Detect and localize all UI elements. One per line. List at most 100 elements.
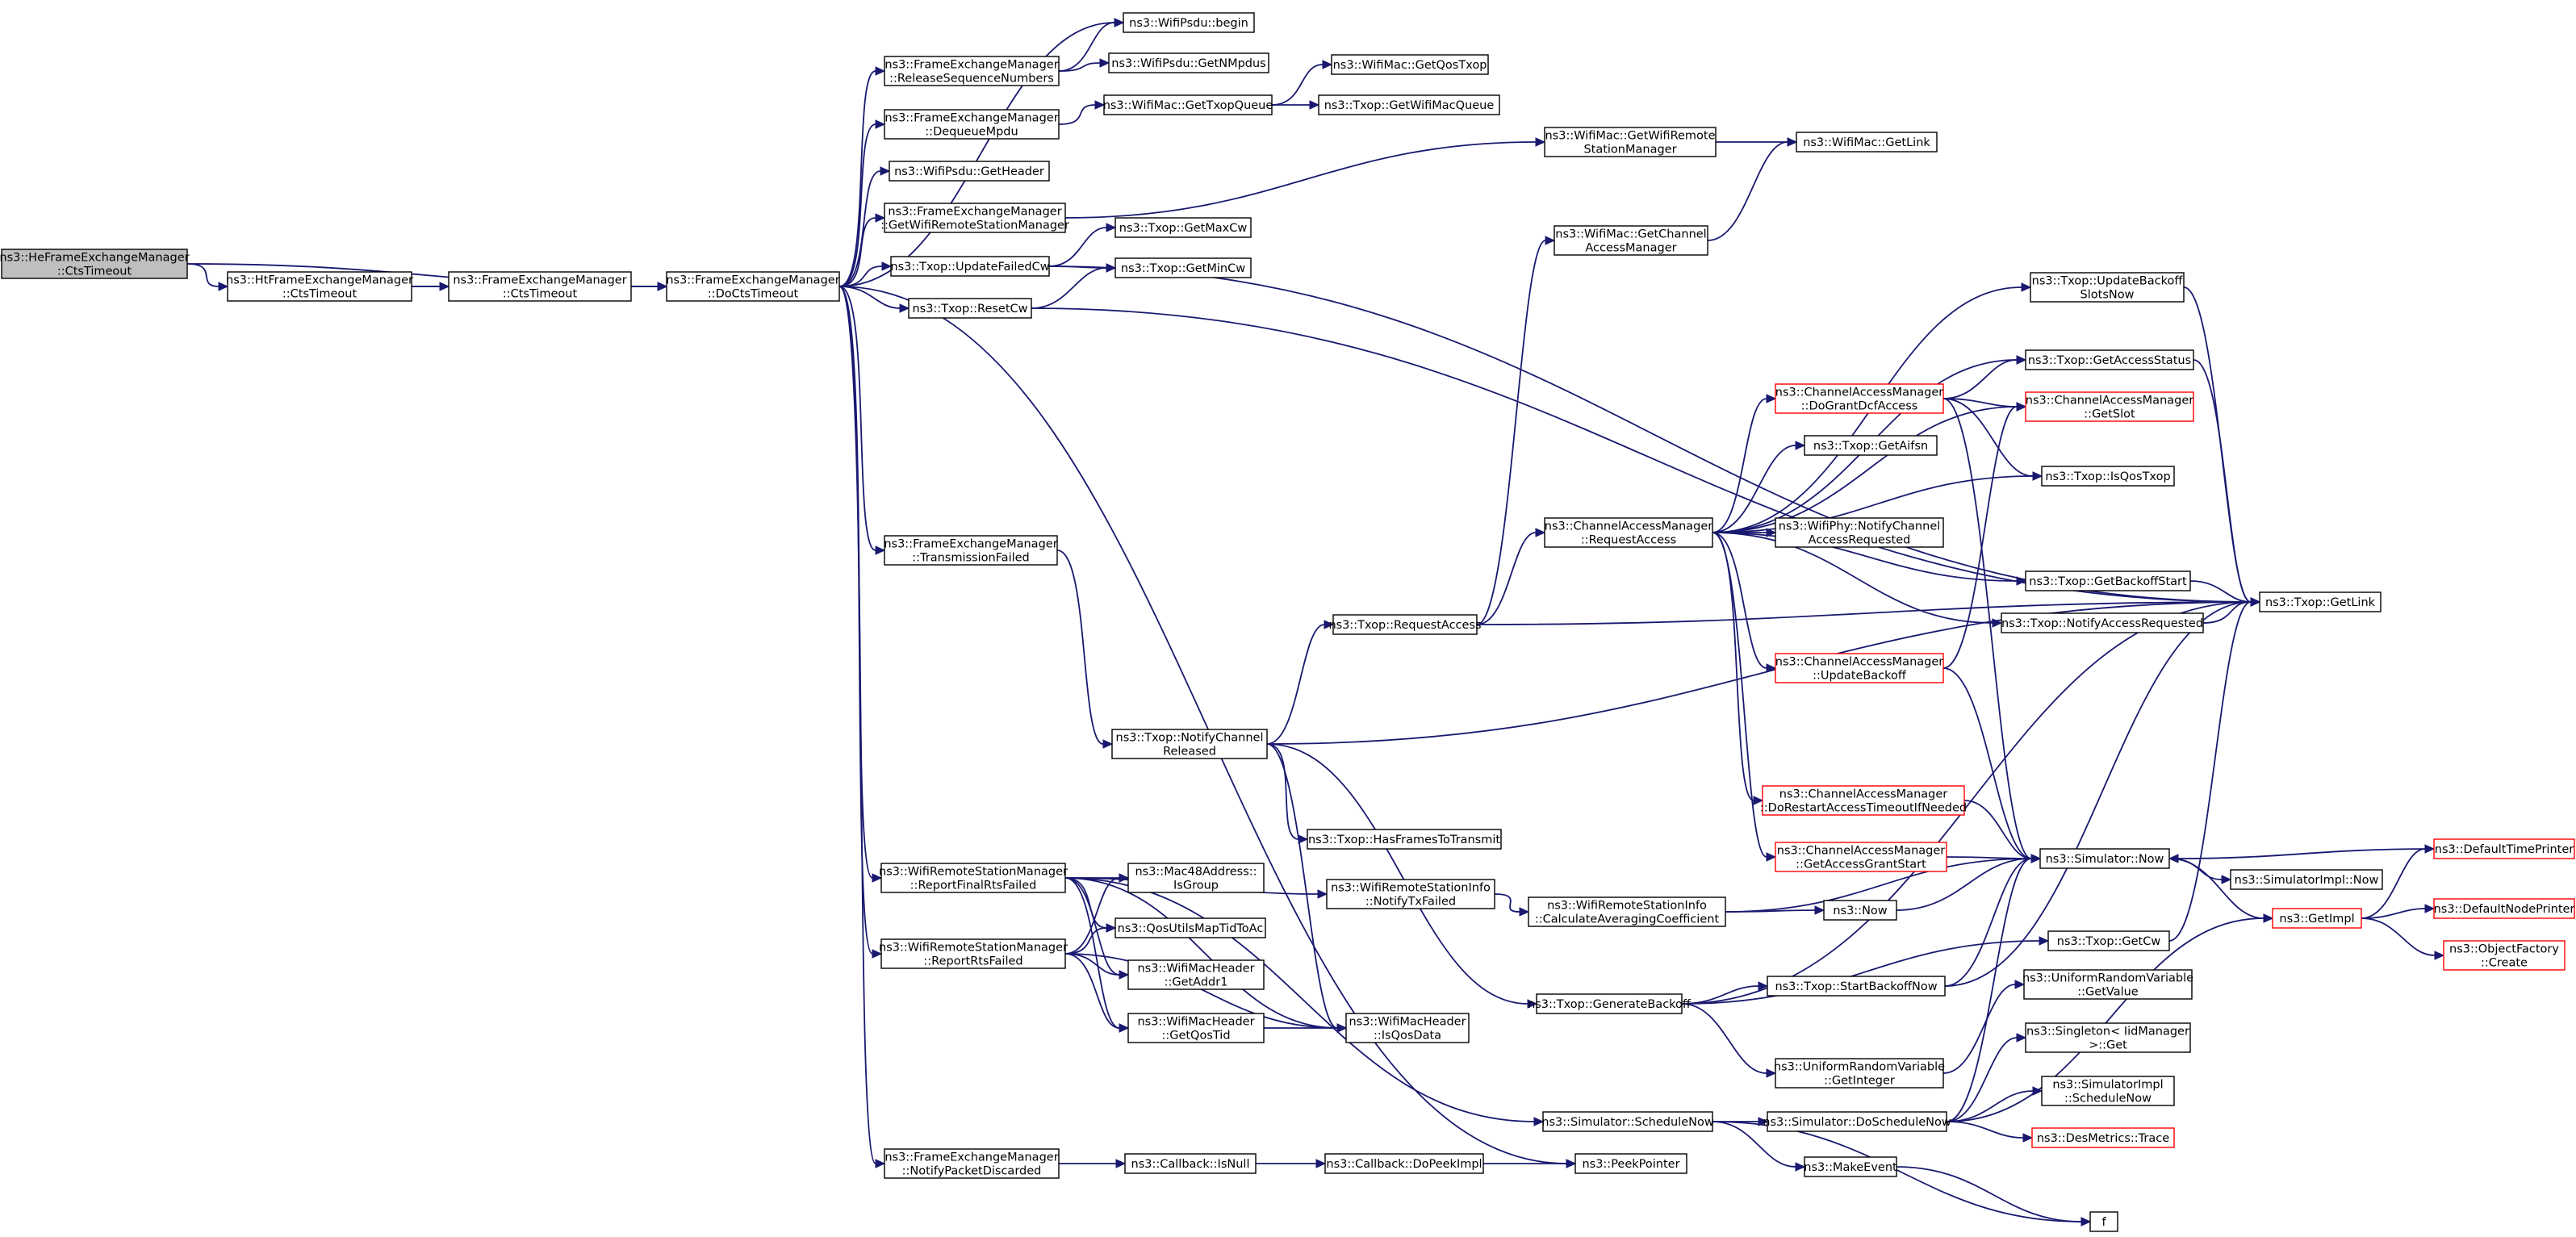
node-updatefailedcw[interactable]: ns3::Txop::UpdateFailedCw [890, 256, 1050, 277]
node-notifypktdiscarded[interactable]: ns3::FrameExchangeManager::NotifyPacketD… [884, 1148, 1060, 1179]
node-startbackoff[interactable]: ns3::Txop::StartBackoffNow [1767, 976, 1946, 997]
arrowhead [2032, 471, 2043, 481]
node-dequeue[interactable]: ns3::FrameExchangeManager::DequeueMpdu [884, 109, 1060, 140]
node-box [2025, 349, 2194, 370]
arrowhead [1758, 981, 1769, 991]
node-peekpointer[interactable]: ns3::PeekPointer [1574, 1153, 1687, 1174]
call-edge [1266, 620, 1335, 745]
call-edge [1264, 1023, 1348, 1033]
node-label: ns3::DefaultTimePrinter [2435, 843, 2574, 856]
node-cbdopeekimpl[interactable]: ns3::Callback::DoPeekImpl [1324, 1153, 1484, 1174]
node-qosutils[interactable]: ns3::QosUtilsMapTidToAc [1114, 917, 1266, 938]
node-dorestart[interactable]: ns3::ChannelAccessManager::DoRestartAcce… [1760, 785, 1967, 816]
node-dogrant[interactable]: ns3::ChannelAccessManager::DoGrantDcfAcc… [1775, 383, 1944, 414]
node-box [1554, 225, 1708, 256]
node-camreqaccess[interactable]: ns3::ChannelAccessManager::RequestAccess [1544, 517, 1713, 548]
node-getbackoffstart[interactable]: ns3::Txop::GetBackoffStart [2025, 570, 2191, 591]
node-simnow[interactable]: ns3::Simulator::Now [2039, 848, 2170, 869]
node-gettxopqueue[interactable]: ns3::WifiMac::GetTxopQueue [1103, 94, 1273, 115]
node-simschedulenow[interactable]: ns3::Simulator::ScheduleNow [1541, 1111, 1714, 1132]
node-getimpl[interactable]: ns3::GetImpl [2272, 908, 2362, 929]
node-label: ns3::Txop::GetMaxCw [1119, 222, 1248, 235]
node-psdubegin[interactable]: ns3::WifiPsdu::begin [1123, 12, 1255, 33]
node-getmaxcw[interactable]: ns3::Txop::GetMaxCw [1114, 217, 1252, 238]
node-getmincw[interactable]: ns3::Txop::GetMinCw [1114, 257, 1252, 278]
node-box [2259, 591, 2382, 612]
node-cbisnull[interactable]: ns3::Callback::IsNull [1124, 1153, 1257, 1174]
node-docts[interactable]: ns3::FrameExchangeManager::DoCtsTimeout [666, 271, 840, 302]
edge-line [1494, 893, 1520, 913]
node-fects[interactable]: ns3::FrameExchangeManager::CtsTimeout [448, 271, 632, 302]
node-simdoschedulenow[interactable]: ns3::Simulator::DoScheduleNow [1763, 1111, 1951, 1132]
node-isqosdata[interactable]: ns3::WifiMacHeader::IsQosData [1345, 1013, 1470, 1043]
node-reportrts[interactable]: ns3::WifiRemoteStationManager::ReportRts… [879, 938, 1068, 969]
node-objfactory[interactable]: ns3::ObjectFactory::Create [2443, 940, 2566, 971]
call-edge [1266, 743, 1309, 844]
node-getaddr1[interactable]: ns3::WifiMacHeader::GetAddr1 [1127, 959, 1265, 990]
node-updatebackoff[interactable]: ns3::ChannelAccessManager::UpdateBackoff [1775, 653, 1944, 683]
arrowhead [2016, 355, 2027, 365]
node-urvgetinteger[interactable]: ns3::UniformRandomVariable::GetInteger [1774, 1058, 1945, 1089]
node-defaulttimeprinter[interactable]: ns3::DefaultTimePrinter [2433, 838, 2575, 859]
arrowhead [1535, 137, 1546, 147]
node-phynotify[interactable]: ns3::WifiPhy::NotifyChannelAccessRequest… [1775, 517, 1944, 548]
node-box [884, 109, 1060, 140]
node-makeevent[interactable]: ns3::MakeEvent [1804, 1156, 1897, 1177]
node-txopgetlink[interactable]: ns3::Txop::GetLink [2259, 591, 2382, 612]
node-txopreqaccess[interactable]: ns3::Txop::RequestAccess [1328, 614, 1482, 635]
edge-line [1064, 877, 1120, 1029]
node-getaifsn[interactable]: ns3::Txop::GetAifsn [1804, 435, 1938, 456]
edge-line [1942, 398, 2034, 477]
node-getnmpdus[interactable]: ns3::WifiPsdu::GetNMpdus [1108, 52, 1269, 73]
node-reportfinalrts[interactable]: ns3::WifiRemoteStationManager::ReportFin… [879, 863, 1068, 893]
node-relseq[interactable]: ns3::FrameExchangeManager::ReleaseSequen… [884, 56, 1060, 86]
node-box [2031, 1127, 2175, 1148]
node-label: ns3::FrameExchangeManager [453, 274, 626, 287]
node-getslot[interactable]: ns3::ChannelAccessManager::GetSlot [2025, 391, 2194, 422]
node-urvgetvalue[interactable]: ns3::UniformRandomVariable::GetValue [2022, 969, 2193, 1000]
node-f[interactable]: f [2089, 1211, 2118, 1232]
node-simimplnow[interactable]: ns3::SimulatorImpl::Now [2230, 869, 2383, 890]
node-fegetrsm[interactable]: ns3::FrameExchangeManager::GetWifiRemote… [880, 203, 1069, 233]
arrowhead [2016, 1033, 2027, 1043]
call-edge [1712, 402, 2027, 533]
node-getaccessgrantstart[interactable]: ns3::ChannelAccessManager::GetAccessGran… [1775, 842, 1947, 872]
node-getqostxop[interactable]: ns3::WifiMac::GetQosTxop [1331, 54, 1489, 75]
node-getaccessstatus[interactable]: ns3::Txop::GetAccessStatus [2025, 349, 2194, 370]
node-desmetrics[interactable]: ns3::DesMetrics::Trace [2031, 1127, 2175, 1148]
node-generatebackoff[interactable]: ns3::Txop::GenerateBackoff [1528, 993, 1692, 1014]
edge-line [1942, 667, 2032, 859]
node-getqostid[interactable]: ns3::WifiMacHeader::GetQosTid [1127, 1013, 1265, 1043]
arrowhead [2014, 980, 2026, 989]
call-edge [2361, 917, 2445, 960]
node-label: ns3::Txop::GenerateBackoff [1528, 998, 1692, 1011]
node-mac48isgroup[interactable]: ns3::Mac48Address::IsGroup [1127, 863, 1265, 893]
node-label: ns3::Simulator::DoScheduleNow [1763, 1116, 1951, 1129]
node-label: ::ReleaseSequenceNumbers [889, 73, 1054, 86]
node-resetcw[interactable]: ns3::Txop::ResetCw [908, 298, 1032, 319]
arrowhead [1317, 889, 1328, 899]
node-ns3now[interactable]: ns3::Now [1823, 900, 1897, 921]
node-macgetlink[interactable]: ns3::WifiMac::GetLink [1796, 132, 1938, 153]
node-label: ns3::Txop::GetLink [2265, 596, 2376, 609]
node-simimplschedulenow[interactable]: ns3::SimulatorImpl::ScheduleNow [2041, 1076, 2175, 1106]
node-hects[interactable]: ns3::HeFrameExchangeManager::CtsTimeout [0, 249, 190, 279]
node-singletonget[interactable]: ns3::Singleton< IidManager>::Get [2025, 1022, 2191, 1053]
node-getwifimacqueue[interactable]: ns3::Txop::GetWifiMacQueue [1318, 94, 1500, 115]
node-rsicalc[interactable]: ns3::WifiRemoteStationInfo::CalculateAve… [1528, 896, 1726, 927]
node-htcts[interactable]: ns3::HtFrameExchangeManager::CtsTimeout [226, 271, 413, 302]
node-isqostxop[interactable]: ns3::Txop::IsQosTxop [2041, 466, 2175, 487]
node-notifyaccessreq[interactable]: ns3::Txop::NotifyAccessRequested [2001, 612, 2204, 633]
node-macgetrsm[interactable]: ns3::WifiMac::GetWifiRemoteStationManage… [1544, 127, 1717, 157]
arrowhead [899, 303, 910, 313]
node-label: ::DoCtsTimeout [708, 288, 799, 301]
node-rsinotifytx[interactable]: ns3::WifiRemoteStationInfo::NotifyTxFail… [1326, 879, 1495, 909]
node-txopgetcw[interactable]: ns3::Txop::GetCw [2047, 930, 2170, 951]
node-defaultnodeprinter[interactable]: ns3::DefaultNodePrinter [2433, 898, 2575, 919]
node-hasframes[interactable]: ns3::Txop::HasFramesToTransmit [1307, 829, 1502, 850]
node-getheader[interactable]: ns3::WifiPsdu::GetHeader [889, 161, 1050, 182]
node-txfailed[interactable]: ns3::FrameExchangeManager::TransmissionF… [884, 535, 1058, 566]
